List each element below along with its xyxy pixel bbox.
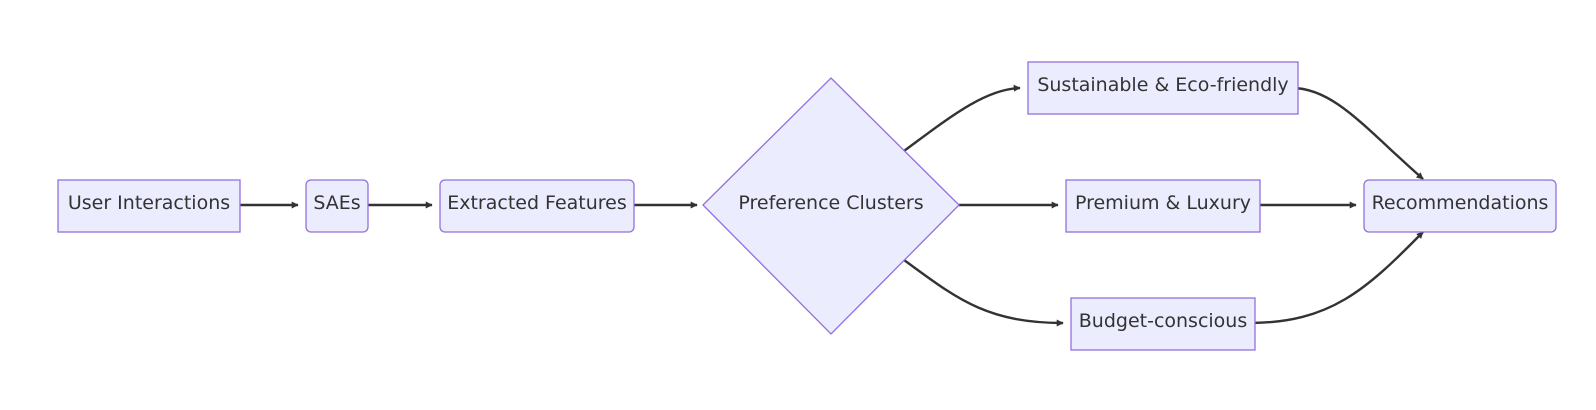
node-recommendations[interactable]: Recommendations: [1363, 179, 1557, 233]
node-label: Preference Clusters: [738, 192, 923, 214]
node-label: Sustainable & Eco-friendly: [1037, 74, 1288, 96]
edge-budget-to-recommendations: [1248, 231, 1424, 325]
node-label: User Interactions: [68, 192, 230, 214]
edge-sustainable-to-recommendations: [1291, 86, 1424, 180]
node-user-interactions[interactable]: User Interactions: [57, 179, 241, 233]
node-saes[interactable]: SAEs: [305, 179, 369, 233]
node-label: SAEs: [313, 192, 360, 214]
node-label: Extracted Features: [447, 192, 627, 214]
edge-preference-clusters-to-budget: [903, 259, 1064, 327]
node-label: Recommendations: [1372, 192, 1549, 214]
node-preference-clusters[interactable]: Preference Clusters: [702, 77, 960, 335]
node-label: Budget-conscious: [1079, 310, 1248, 332]
node-premium[interactable]: Premium & Luxury: [1065, 179, 1261, 233]
edge-preference-clusters-to-sustainable: [903, 84, 1021, 152]
node-extracted-features[interactable]: Extracted Features: [439, 179, 635, 233]
node-budget[interactable]: Budget-conscious: [1070, 297, 1256, 351]
node-sustainable[interactable]: Sustainable & Eco-friendly: [1027, 61, 1299, 115]
node-label: Premium & Luxury: [1075, 192, 1251, 214]
edges: [240, 84, 1424, 327]
